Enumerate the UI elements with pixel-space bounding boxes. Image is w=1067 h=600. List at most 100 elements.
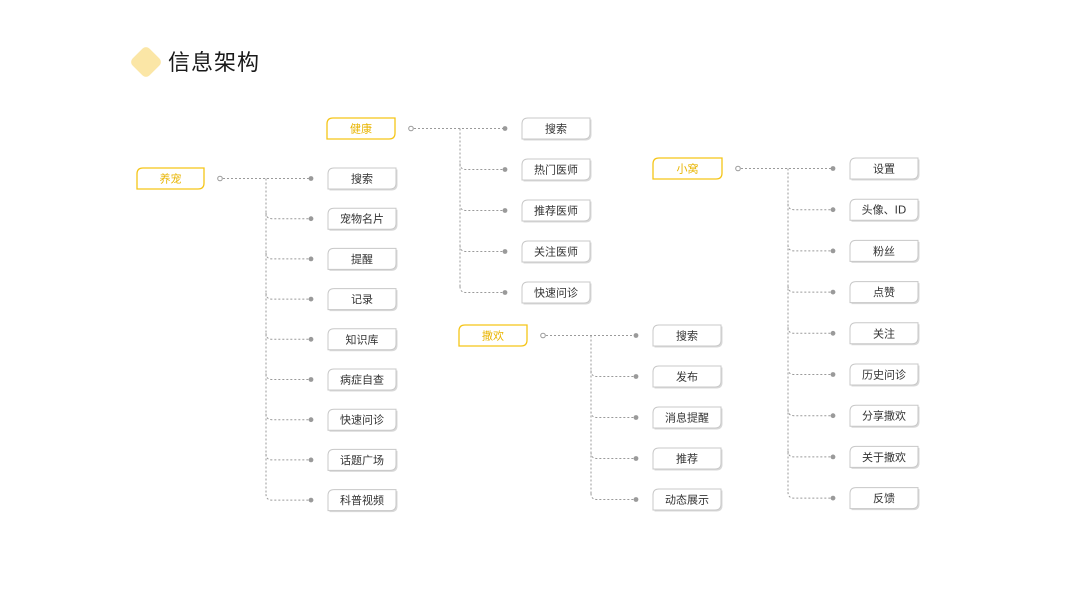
child-node-box bbox=[849, 404, 919, 427]
child-node-box bbox=[327, 408, 397, 431]
child-node-label: 快速问诊 bbox=[340, 413, 384, 427]
connector-dot bbox=[830, 330, 836, 336]
child-node-box bbox=[521, 199, 591, 222]
child-node-label: 历史问诊 bbox=[862, 368, 906, 382]
connector-branch bbox=[265, 212, 310, 220]
child-node-box bbox=[652, 447, 722, 470]
child-node-box bbox=[849, 281, 919, 304]
child-node-label: 推荐 bbox=[676, 452, 698, 466]
root-node-label: 撒欢 bbox=[482, 329, 504, 343]
connector-branch bbox=[590, 411, 635, 418]
connector-dot bbox=[502, 208, 508, 213]
child-node-label: 知识库 bbox=[346, 332, 379, 346]
root-node-label: 养宠 bbox=[160, 172, 182, 186]
connector-dot bbox=[633, 415, 639, 420]
connector-dot bbox=[308, 296, 314, 302]
child-node-box bbox=[521, 281, 591, 304]
connector-dot bbox=[308, 377, 314, 382]
connector-dot bbox=[830, 166, 836, 171]
connector-dot bbox=[633, 374, 639, 379]
connector-branch bbox=[265, 453, 310, 461]
child-node-label: 反馈 bbox=[873, 492, 895, 505]
child-node-label: 头像、ID bbox=[862, 204, 907, 217]
root-node-label: 健康 bbox=[350, 122, 372, 136]
child-node-box bbox=[327, 328, 397, 351]
connector-dot bbox=[502, 290, 508, 295]
child-node-box bbox=[652, 324, 722, 347]
connector-branch bbox=[590, 370, 635, 377]
connector-branch bbox=[590, 452, 635, 459]
connector-branch bbox=[787, 409, 832, 417]
page-title: 信息架构 bbox=[168, 51, 261, 76]
child-node-label: 分享撒欢 bbox=[862, 409, 906, 423]
connector-dot bbox=[830, 454, 836, 460]
child-node-label: 病症自查 bbox=[340, 373, 384, 387]
connector-branch bbox=[265, 413, 310, 421]
child-node-label: 关注医师 bbox=[534, 245, 578, 259]
connector-branch bbox=[787, 450, 832, 458]
connector-branch bbox=[459, 204, 504, 211]
child-node-box bbox=[652, 406, 722, 429]
child-node-box bbox=[521, 117, 591, 140]
connector-dot bbox=[502, 126, 508, 131]
connector-dot bbox=[308, 497, 314, 503]
connector-branch bbox=[459, 286, 504, 293]
connector-origin-dot bbox=[540, 332, 546, 339]
child-node-label: 搜索 bbox=[676, 329, 698, 343]
connector-dot bbox=[830, 413, 836, 419]
connector-dot bbox=[830, 207, 836, 213]
connector-branch bbox=[265, 293, 310, 300]
child-node-label: 关于撒欢 bbox=[862, 450, 906, 464]
child-node-box bbox=[327, 368, 397, 391]
child-node-label: 搜索 bbox=[545, 122, 567, 136]
child-node-label: 宠物名片 bbox=[340, 212, 384, 226]
child-node-label: 记录 bbox=[351, 293, 373, 306]
child-node-box bbox=[327, 489, 397, 512]
connector-branch bbox=[787, 327, 832, 334]
child-node-box bbox=[327, 247, 397, 270]
connector-branch bbox=[787, 286, 832, 293]
child-node-label: 科普视频 bbox=[340, 493, 384, 507]
child-node-label: 消息提醒 bbox=[665, 411, 709, 425]
connector-branch bbox=[265, 252, 310, 260]
connector-origin-dot bbox=[408, 125, 414, 132]
child-node-box bbox=[849, 198, 919, 221]
child-node-label: 发布 bbox=[676, 370, 698, 384]
child-node-label: 动态展示 bbox=[665, 494, 709, 507]
connector-dot bbox=[633, 497, 639, 502]
connector-dot bbox=[308, 336, 314, 342]
connector-branch bbox=[265, 373, 310, 380]
child-node-box bbox=[849, 487, 919, 510]
child-node-box bbox=[327, 167, 397, 190]
connector-dot bbox=[308, 176, 314, 181]
child-node-label: 快速问诊 bbox=[534, 286, 578, 300]
child-node-box bbox=[327, 207, 397, 230]
child-node-box bbox=[849, 322, 919, 345]
root-node-box bbox=[326, 117, 396, 140]
child-node-label: 点赞 bbox=[873, 286, 895, 299]
child-node-box bbox=[521, 240, 591, 263]
connector-branch bbox=[787, 492, 832, 499]
child-node-box bbox=[327, 288, 397, 311]
connector-branch bbox=[265, 494, 310, 501]
child-node-box bbox=[327, 448, 397, 471]
root-node-box bbox=[136, 167, 205, 190]
connector-dot bbox=[830, 289, 836, 295]
connector-dot bbox=[502, 167, 508, 172]
root-node-box bbox=[652, 157, 723, 180]
connector-branch bbox=[265, 333, 310, 340]
child-node-box bbox=[849, 157, 919, 180]
connector-origin-dot bbox=[735, 165, 741, 172]
child-node-box bbox=[652, 488, 722, 511]
connector-dot bbox=[830, 372, 836, 377]
connector-branch bbox=[787, 368, 832, 375]
child-node-box bbox=[521, 158, 591, 181]
child-node-box bbox=[849, 239, 919, 262]
connector-dot bbox=[633, 456, 639, 461]
connector-dot bbox=[830, 495, 836, 501]
child-node-label: 热门医师 bbox=[534, 163, 578, 177]
child-node-box bbox=[652, 365, 722, 388]
child-node-label: 粉丝 bbox=[873, 245, 895, 258]
page-title-block: 信息架构 bbox=[128, 44, 328, 84]
root-node-box bbox=[458, 324, 528, 347]
